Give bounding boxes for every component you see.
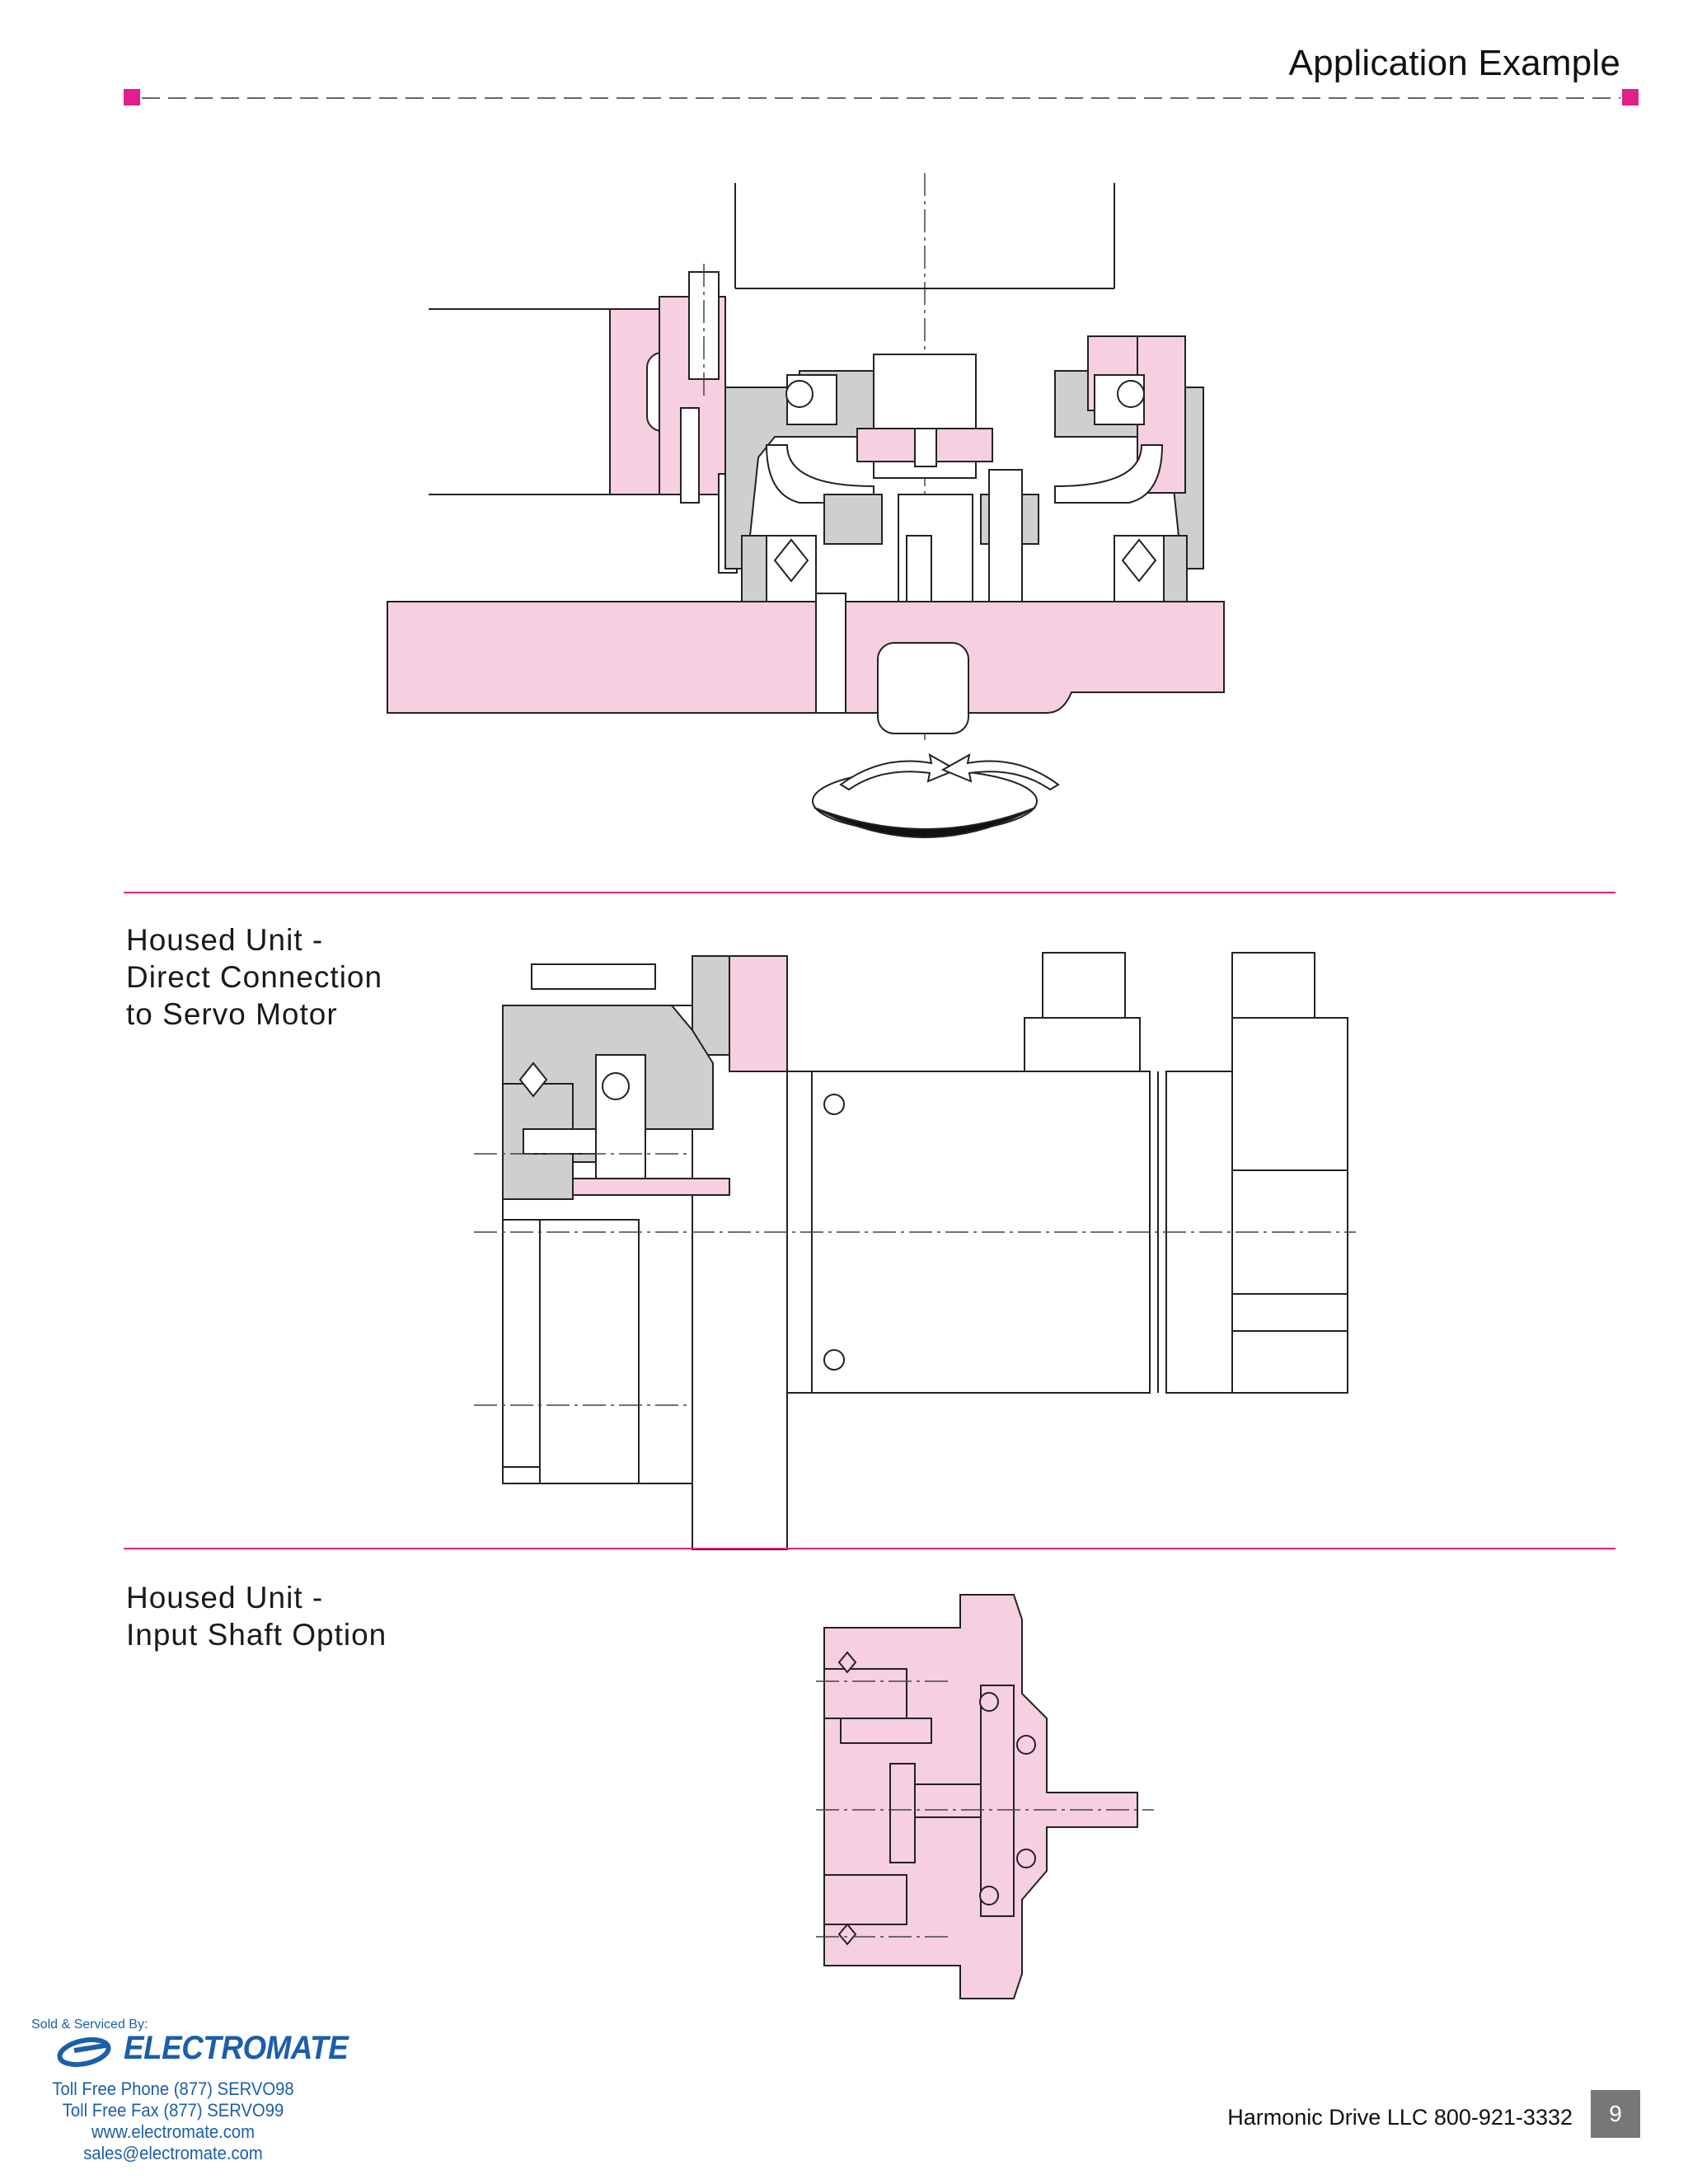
header-dashed-rule bbox=[124, 89, 1639, 105]
distributor-fax: Toll Free Fax (877) SERVO99 bbox=[62, 2100, 284, 2121]
distributor-contact: Toll Free Phone (877) SERVO98 Toll Free … bbox=[25, 2079, 321, 2164]
header-left-marker bbox=[124, 89, 140, 105]
section-divider-1 bbox=[124, 892, 1615, 893]
distributor-name: ELECTROMATE bbox=[124, 2030, 349, 2066]
label-line: Housed Unit - bbox=[126, 1581, 324, 1615]
housed-unit-servo-motor-drawing bbox=[474, 952, 1356, 1550]
distributor-phone: Toll Free Phone (877) SERVO98 bbox=[52, 2079, 294, 2099]
sold-by-text: Sold & Serviced By: bbox=[31, 2018, 148, 2032]
electromate-logo-icon bbox=[57, 2036, 111, 2068]
housed-unit-input-shaft-drawing bbox=[816, 1594, 1154, 1999]
application-cross-section-drawing bbox=[387, 173, 1225, 838]
page-number: 9 bbox=[1591, 2090, 1640, 2138]
distributor-web-link[interactable]: www.electromate.com bbox=[91, 2121, 255, 2142]
section-label-input-shaft: Housed Unit - Input Shaft Option bbox=[126, 1579, 387, 1653]
header-right-marker bbox=[1622, 89, 1639, 105]
section-label-direct-connection: Housed Unit - Direct Connection to Servo… bbox=[126, 921, 382, 1033]
footer-company-phone: Harmonic Drive LLC 800-921-3332 bbox=[1227, 2105, 1573, 2130]
label-line: Direct Connection bbox=[126, 960, 383, 994]
label-line: Housed Unit - bbox=[126, 923, 324, 957]
label-line: Input Shaft Option bbox=[126, 1618, 387, 1652]
section-divider-2 bbox=[124, 1548, 1615, 1549]
label-line: to Servo Motor bbox=[126, 997, 338, 1031]
distributor-email-link[interactable]: sales@electromate.com bbox=[83, 2143, 263, 2163]
page-title: Application Example bbox=[1288, 43, 1620, 83]
